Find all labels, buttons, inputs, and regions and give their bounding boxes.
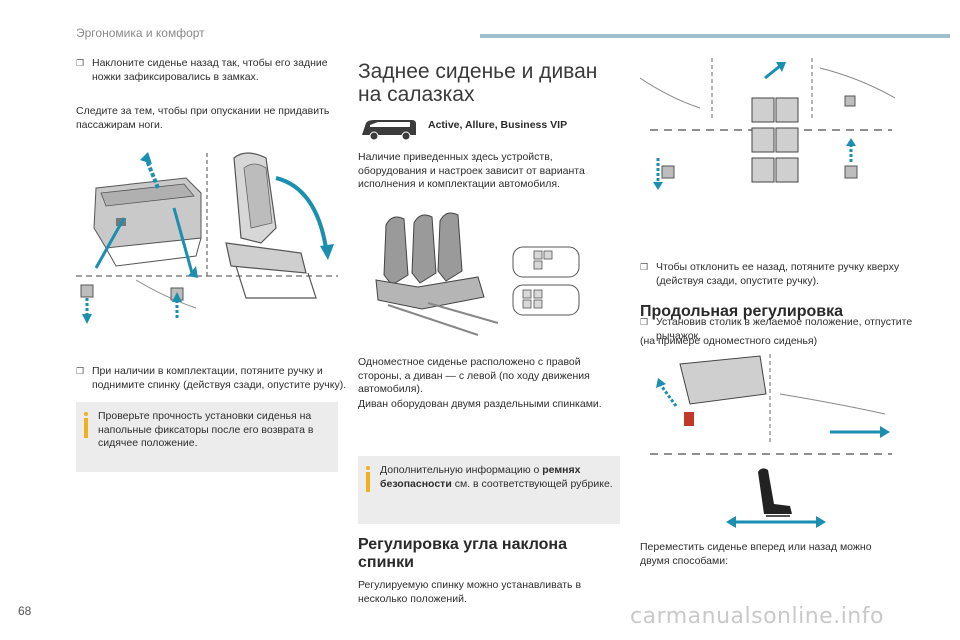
- paragraph-move: Переместить сиденье вперед или назад мож…: [640, 541, 872, 567]
- bullet-set: ❒ Установив столик в желаемое положение,…: [640, 316, 918, 343]
- paragraph-layout: Одноместное сиденье расположено с правой…: [358, 356, 590, 395]
- heading-longitudinal: Продольная регулировка: [640, 303, 844, 320]
- checkbox-bullet-icon: ❒: [76, 366, 85, 376]
- bullet-handle: ❒ При наличии в комплектации, потяните р…: [76, 365, 354, 392]
- info-belts-text: Дополнительную информацию о ремнях безоп…: [380, 464, 613, 490]
- watermark: carmanualsonline.info: [630, 604, 884, 629]
- section-title: Эргономика и комфорт: [76, 26, 205, 40]
- paragraph-example: (на примере одноместного сиденья): [640, 335, 818, 347]
- paragraph-availability: Наличие приведенных здесь устройств, обо…: [358, 151, 585, 190]
- figure-seat-fold: [76, 152, 338, 324]
- heading-recline: Регулировка угла наклона спинки: [358, 536, 567, 571]
- van-icon: [362, 120, 416, 141]
- bullet-set-text: Установив столик в желаемое положение, о…: [656, 316, 913, 342]
- bullet-pull-text: Чтобы отклонить ее назад, потяните ручку…: [656, 261, 900, 287]
- page-number: 68: [18, 604, 32, 618]
- checkbox-bullet-icon: ❒: [640, 262, 649, 272]
- info-box-belts: Дополнительную информацию о ремнях безоп…: [358, 456, 620, 524]
- checkbox-bullet-icon: ❒: [76, 58, 85, 68]
- figure-longitudinal: [650, 354, 892, 528]
- figure-table-backrest: [640, 58, 896, 190]
- header-bar: [480, 34, 950, 38]
- paragraph-recline: Регулируемую спинку можно устанавливать …: [358, 579, 582, 605]
- paragraph-sofa: Диван оборудован двумя раздельными спинк…: [358, 398, 602, 410]
- checkbox-bullet-icon: ❒: [640, 317, 649, 327]
- info-belts-link: ремнях безопасности: [380, 464, 581, 490]
- info-box-check: Проверьте прочность установки сиденья на…: [76, 402, 338, 472]
- info-icon: [84, 412, 89, 438]
- info-check-text: Проверьте прочность установки сиденья на…: [98, 410, 314, 449]
- bullet-pull: ❒ Чтобы отклонить ее назад, потяните руч…: [640, 261, 918, 288]
- paragraph-follow: Следите за тем, чтобы при опускании не п…: [76, 105, 330, 131]
- bullet-handle-text: При наличии в комплектации, потяните руч…: [92, 365, 347, 391]
- heading-rear-seat: Заднее сиденье и диван на салазках: [358, 60, 598, 106]
- bullet-tilt: ❒ Наклоните сиденье назад так, чтобы его…: [76, 57, 354, 84]
- versions-label: Active, Allure, Business VIP: [428, 119, 568, 131]
- info-icon: [366, 466, 371, 492]
- figure-seats-layout: [375, 212, 580, 336]
- bullet-tilt-text: Наклоните сиденье назад так, чтобы его з…: [92, 57, 328, 83]
